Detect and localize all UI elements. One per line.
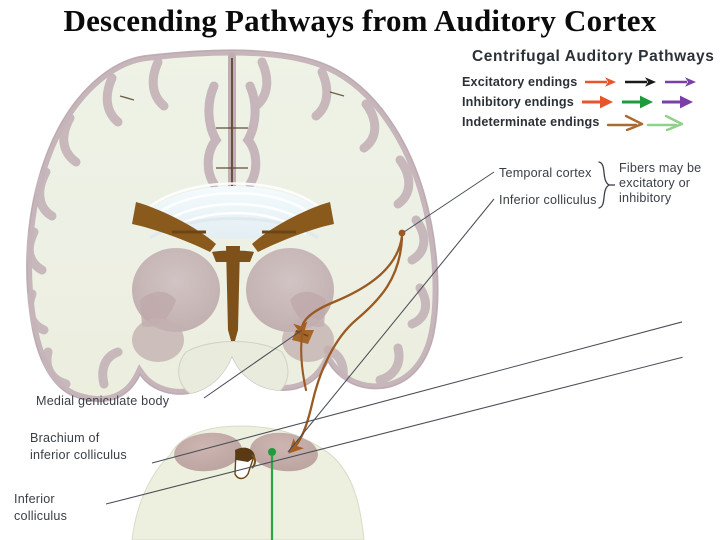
- legend-row-inhibitory: Inhibitory endings: [462, 93, 718, 111]
- label-inferior-colliculus-right: Inferior colliculus: [499, 193, 597, 207]
- note-fibers-excitatory-or-inhibitory: Fibers may be excitatory or inhibitory: [619, 161, 702, 205]
- label-brachium-of-inferior-colliculus: Brachium of inferior colliculus: [30, 431, 127, 462]
- legend-title: Centrifugal Auditory Pathways: [472, 48, 715, 65]
- arrow-thick-purple: [661, 95, 693, 109]
- legend-arrows-inhibitory: [580, 94, 698, 110]
- brace-bracket: [598, 161, 615, 209]
- descending-pathway-traces: [288, 229, 406, 454]
- legend-row-excitatory: Excitatory endings: [462, 73, 718, 91]
- legend-label-excitatory: Excitatory endings: [462, 75, 578, 89]
- label-inferior-colliculus-left: Inferior colliculus: [14, 492, 68, 523]
- legend-arrows-excitatory: [583, 74, 701, 90]
- legend-label-inhibitory: Inhibitory endings: [462, 95, 574, 109]
- label-medial-geniculate-body: Medial geniculate body: [36, 394, 170, 408]
- collicular-descending-trace: [268, 448, 276, 540]
- arrow-open-lightgreen: [646, 114, 683, 131]
- coronal-brain-section: [26, 49, 439, 403]
- legend-panel: Centrifugal Auditory Pathways Excitatory…: [462, 48, 718, 133]
- label-temporal-cortex: Temporal cortex: [499, 166, 592, 180]
- page-title: Descending Pathways from Auditory Cortex: [63, 3, 657, 38]
- legend-row-indeterminate: Indeterminate endings: [462, 113, 718, 131]
- legend-label-indeterminate: Indeterminate endings: [462, 115, 600, 129]
- arrow-thin-orange: [585, 77, 617, 87]
- arrow-thin-purple: [665, 77, 697, 87]
- arrow-thick-orange: [581, 95, 613, 109]
- brainstem-cross-section: [131, 425, 365, 540]
- legend-arrows-indeterminate: [606, 113, 696, 131]
- arrow-thin-black: [625, 77, 657, 87]
- arrow-thick-green: [621, 95, 653, 109]
- leader-lines: [105, 171, 683, 505]
- arrow-open-brown: [606, 114, 643, 131]
